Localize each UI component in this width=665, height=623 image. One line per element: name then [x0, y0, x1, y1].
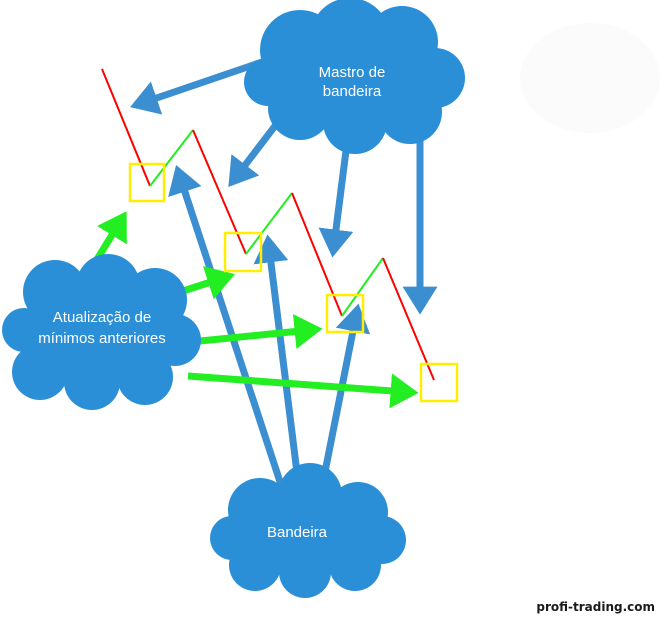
flag-arrow-3 [316, 303, 371, 498]
up-leg-3 [341, 257, 384, 317]
cloud-flagpole-line1: Mastro de [319, 64, 386, 81]
update-arrow-3 [189, 314, 323, 349]
flag-arrow-2 [253, 234, 304, 498]
update-arrows [85, 211, 419, 409]
cloud-flagpole: Mastro de bandeira [244, 0, 465, 154]
down-leg-3 [291, 192, 343, 317]
highlight-box-1 [128, 162, 166, 203]
up-leg-1 [149, 129, 194, 187]
cloud-flag-label: Bandeira [267, 524, 328, 541]
flagpole-arrow-3 [318, 134, 354, 258]
down-leg-1 [101, 68, 151, 187]
flagpole-arrows [130, 58, 438, 315]
update-arrow-4 [187, 372, 419, 409]
cloud-lows-update: Atualização de mínimos anteriores [2, 254, 201, 410]
flagpole-arrow-1 [130, 58, 264, 115]
watermark: profi-trading.com [536, 600, 655, 614]
highlight-box-3 [325, 293, 365, 334]
cloud-flagpole-line2: bandeira [323, 83, 382, 100]
flagpole-arrow-2 [228, 119, 281, 188]
down-leg-4 [382, 257, 435, 381]
update-arrow-2 [178, 266, 235, 300]
highlight-boxes [128, 162, 459, 403]
highlight-box-4 [419, 362, 459, 403]
cloud-lows-update-line1: Atualização de [53, 309, 151, 326]
background-blob [520, 23, 660, 133]
cloud-lows-update-line2: mínimos anteriores [38, 330, 166, 347]
up-leg-2 [245, 192, 293, 255]
highlight-box-2 [223, 231, 263, 273]
cloud-flag: Bandeira [210, 463, 406, 598]
